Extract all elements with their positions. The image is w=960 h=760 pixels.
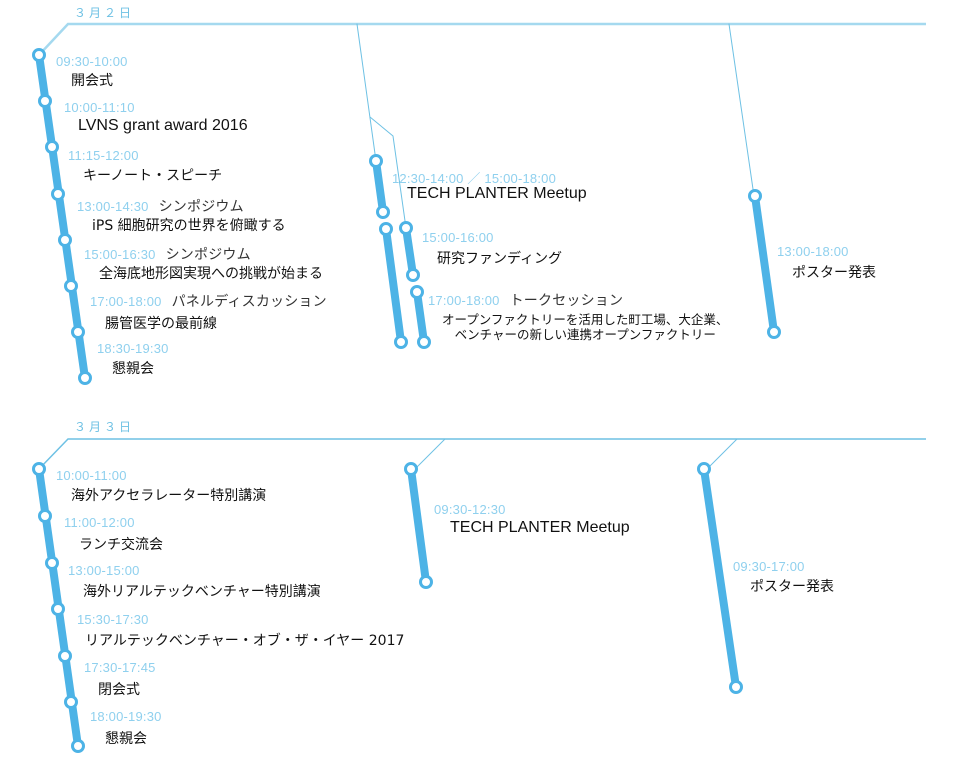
event-title: iPS 細胞研究の世界を俯瞰する — [92, 218, 286, 234]
event-title: 開会式 — [71, 73, 113, 89]
track-bar — [751, 192, 778, 336]
event-title: 海外アクセラレーター特別講演 — [71, 488, 267, 504]
timeline-node — [410, 285, 424, 299]
timeline-node — [64, 695, 78, 709]
day-1-date: ３月２日 — [74, 6, 135, 20]
connector-line — [369, 116, 407, 229]
event-time: 15:00-16:00 — [422, 230, 494, 245]
event-time: 17:30-17:45 — [84, 660, 156, 675]
event-title: ポスター発表 — [792, 265, 876, 281]
timeline-node — [399, 221, 413, 235]
event-time: 15:30-17:30 — [77, 612, 149, 627]
event-title: TECH PLANTER Meetup — [407, 185, 587, 202]
timeline-node — [729, 680, 743, 694]
event-time: 13:00-15:00 — [68, 563, 140, 578]
event-title: LVNS grant award 2016 — [78, 117, 248, 134]
timeline-node — [404, 462, 418, 476]
event-time: 13:00-14:30 — [77, 199, 149, 214]
connector-line — [415, 438, 446, 469]
event-time-with-kind: 17:00-18:00 パネルディスカッション — [90, 291, 327, 311]
event-title: 閉会式 — [98, 682, 140, 698]
connector-line — [707, 438, 738, 469]
timeline-node — [32, 462, 46, 476]
event-time-with-kind: 15:00-16:30 シンポジウム — [84, 244, 251, 264]
track-bar — [372, 157, 387, 216]
timeline-node — [32, 48, 46, 62]
timeline-node — [369, 154, 383, 168]
track-nodes — [32, 48, 781, 753]
track-bar — [413, 288, 428, 346]
event-time: 12:30-14:00 ／ 15:00-18:00 — [392, 171, 557, 186]
connector-lines — [38, 22, 926, 470]
track-bar — [382, 225, 405, 346]
event-time: 10:00-11:00 — [56, 468, 127, 483]
timeline-node — [64, 279, 78, 293]
event-time: 11:00-12:00 — [64, 515, 135, 530]
timeline-node — [78, 371, 92, 385]
day-2-header-line — [38, 438, 926, 470]
event-title: オープンファクトリーを活用した町工場、大企業、 ベンチャーの新しい連携オープンフ… — [442, 312, 729, 342]
connector-line — [728, 23, 755, 197]
timeline-node — [376, 205, 390, 219]
event-time: 09:30-10:00 — [56, 54, 128, 69]
event-title: 懇親会 — [105, 731, 147, 747]
event-title: 研究ファンディング — [437, 251, 563, 267]
track-bar — [407, 465, 430, 586]
event-time: 15:00-16:30 — [84, 247, 156, 262]
timeline-node — [45, 140, 59, 154]
event-kind: パネルディスカッション — [171, 294, 327, 310]
timeline-node — [51, 602, 65, 616]
timeline-node — [748, 189, 762, 203]
event-time: 18:30-19:30 — [97, 341, 169, 356]
event-time: 09:30-17:00 — [733, 559, 805, 574]
event-kind: シンポジウム — [158, 199, 244, 215]
timeline-node — [71, 739, 85, 753]
timeline-node — [767, 325, 781, 339]
event-time: 17:00-18:00 — [428, 293, 500, 308]
connector-line — [356, 23, 377, 162]
day-2-date: ３月３日 — [74, 420, 135, 434]
event-time: 10:00-11:10 — [64, 100, 135, 115]
event-title: ランチ交流会 — [79, 537, 163, 553]
timeline-node — [51, 187, 65, 201]
event-title: 懇親会 — [112, 361, 154, 377]
event-title: 全海底地形図実現への挑戦が始まる — [99, 266, 323, 282]
track-bar — [402, 224, 417, 279]
track-bar — [35, 51, 89, 382]
event-time: 18:00-19:30 — [90, 709, 162, 724]
timeline-node — [406, 268, 420, 282]
event-kind: トークセッション — [509, 293, 624, 309]
day-1-header-line — [38, 22, 926, 56]
timeline-node — [697, 462, 711, 476]
timeline-node — [417, 335, 431, 349]
timeline-node — [45, 556, 59, 570]
event-time: 13:00-18:00 — [777, 244, 849, 259]
event-time: 11:15-12:00 — [68, 148, 139, 163]
event-title: 腸管医学の最前線 — [105, 316, 217, 332]
timeline-node — [58, 233, 72, 247]
event-time-with-kind: 13:00-14:30 シンポジウム — [77, 196, 244, 216]
timeline-node — [38, 94, 52, 108]
event-title: ポスター発表 — [750, 579, 834, 595]
event-title: キーノート・スピーチ — [83, 168, 223, 184]
timeline-node — [379, 222, 393, 236]
event-time: 17:00-18:00 — [90, 294, 162, 309]
event-kind: シンポジウム — [165, 247, 251, 263]
event-time: 09:30-12:30 — [434, 502, 506, 517]
event-title: 海外リアルテックベンチャー特別講演 — [83, 584, 321, 600]
timeline-node — [419, 575, 433, 589]
track-bar — [700, 465, 740, 691]
event-title: リアルテックベンチャー・オブ・ザ・イヤー 2017 — [85, 633, 405, 649]
timeline-node — [394, 335, 408, 349]
event-title: TECH PLANTER Meetup — [450, 519, 630, 536]
timeline-node — [58, 649, 72, 663]
timeline-node — [38, 509, 52, 523]
event-time-with-kind: 17:00-18:00 トークセッション — [428, 290, 623, 310]
timeline-node — [71, 325, 85, 339]
